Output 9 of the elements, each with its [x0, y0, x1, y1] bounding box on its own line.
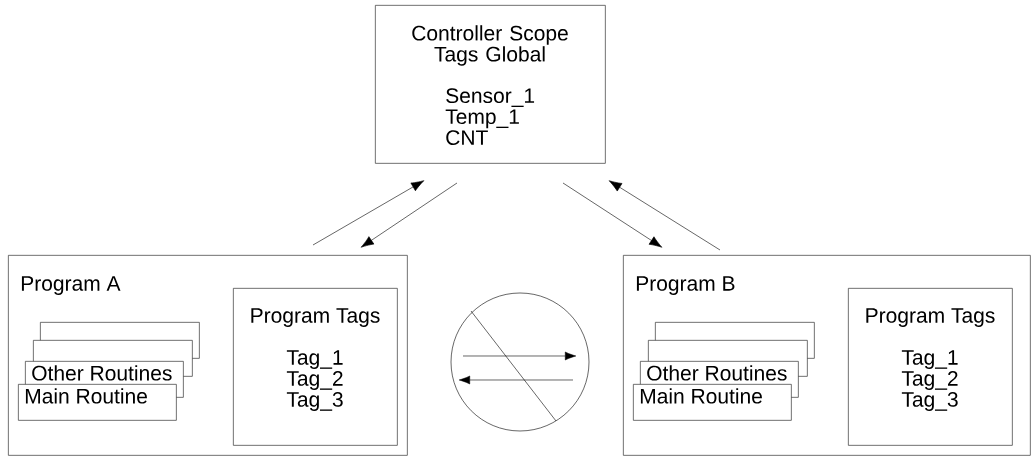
routine-box: Main Routine	[18, 384, 177, 421]
arrow	[312, 180, 425, 246]
arrow	[608, 180, 721, 251]
arrow	[360, 182, 458, 248]
tags-box: Program Tags Tag_1 Tag_2 Tag_3	[233, 288, 398, 446]
routine-box: Main Routine	[633, 384, 792, 421]
tags-box: Program Tags Tag_1 Tag_2 Tag_3	[848, 288, 1013, 446]
scope-box: Controller Scope Tags Global Sensor_1 Temp_1 CNT	[375, 5, 606, 164]
arrow	[562, 182, 663, 248]
